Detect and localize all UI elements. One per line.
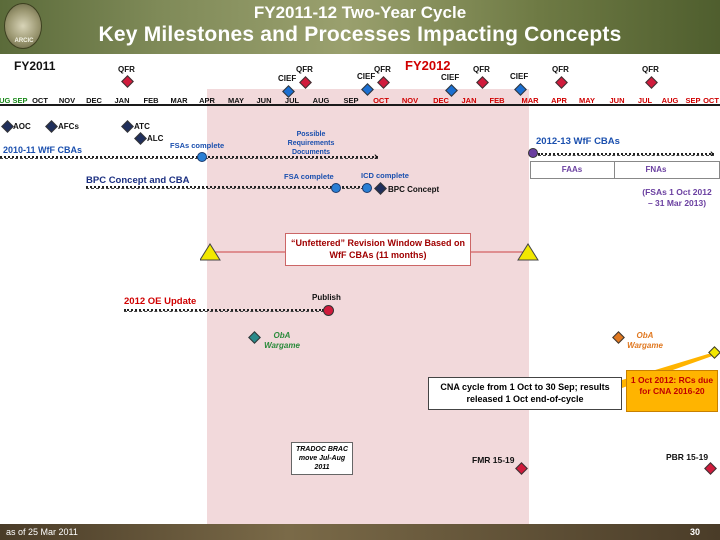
icd-complete-label: ICD complete (361, 171, 409, 180)
qfr-diamond (645, 76, 658, 89)
oba-wargame-label: ObA Wargame (264, 331, 300, 350)
cief-label: CIEF (278, 74, 297, 83)
month-apr-12: APR (551, 96, 567, 105)
page-number: 30 (690, 527, 701, 537)
fsa-complete-dot (331, 183, 341, 193)
atc-diamond (121, 120, 134, 133)
as-of-date: as of 25 Mar 2011 (6, 527, 78, 537)
month-sep-11: SEP (343, 96, 359, 105)
fmr-label: FMR 15-19 (472, 455, 515, 465)
month-aug-10: AUG (0, 96, 11, 105)
faa-fna-divider (614, 161, 615, 179)
month-jan-12: JAN (461, 96, 477, 105)
month-sep-12: SEP (685, 96, 701, 105)
month-jan-11: JAN (114, 96, 130, 105)
bpc-cba-track (86, 186, 336, 189)
bpc-cba-label: BPC Concept and CBA (86, 175, 190, 186)
month-feb-12: FEB (489, 96, 505, 105)
qfr-label: QFR (642, 65, 659, 74)
fsa-complete-label: FSA complete (284, 172, 334, 181)
bpc-concept-label: BPC Concept (388, 185, 440, 194)
slide-subtitle: Key Milestones and Processes Impacting C… (98, 23, 622, 46)
qfr-label: QFR (552, 65, 569, 74)
atc-label: ATC (134, 122, 150, 131)
cba-2010-label: 2010-11 WfF CBAs (3, 145, 83, 155)
fy2012-highlight-band (207, 89, 529, 524)
month-aug-12: AUG (661, 96, 679, 105)
cief-label: CIEF (441, 73, 460, 82)
cba-2012-label: 2012-13 WfF CBAs (536, 136, 620, 147)
fsas-complete-label: FSAs complete (170, 141, 225, 150)
month-dec-10: DEC (86, 96, 102, 105)
month-mar-12: MAR (521, 96, 539, 105)
pbr-label: PBR 15-19 (666, 452, 709, 462)
month-jul-12: JUL (637, 96, 653, 105)
cba-2012-track (538, 153, 714, 156)
fsas-note: (FSAs 1 Oct 2012 – 31 Mar 2013) (642, 187, 712, 208)
month-jul-11: JUL (284, 96, 300, 105)
footer-bar (0, 524, 720, 540)
qfr-diamond (377, 76, 390, 89)
month-jun-12: JUN (609, 96, 625, 105)
publish-dot (323, 305, 334, 316)
month-mar-11: MAR (170, 96, 188, 105)
aoc-label: AOC (13, 122, 31, 131)
alc-label: ALC (147, 134, 164, 143)
afcs-label: AFCs (58, 122, 79, 131)
month-nov-10: NOV (58, 96, 76, 105)
faas-label: FAAs (561, 165, 583, 174)
month-may-11: MAY (228, 96, 244, 105)
slide-title: FY2011-12 Two-Year Cycle (253, 3, 467, 22)
oe-update-track (124, 309, 324, 312)
cief-label: CIEF (510, 72, 529, 81)
month-nov-11: NOV (401, 96, 419, 105)
icd-complete-dot (362, 183, 372, 193)
qfr-diamond (299, 76, 312, 89)
oe-update-label: 2012 OE Update (124, 296, 197, 307)
rcs-due-callout: 1 Oct 2012: RCs due for CNA 2016-20 (626, 370, 718, 412)
fy2012-label: FY2012 (405, 58, 451, 73)
tradoc-brac-box: TRADOC BRAC move Jul-Aug 2011 (291, 442, 353, 475)
qfr-label: QFR (374, 65, 391, 74)
month-oct-12: OCT (703, 96, 719, 105)
publish-label: Publish (312, 293, 341, 302)
possible-req-label: Possible Requirements Documents (287, 131, 335, 156)
oba-wargame-diamond-2 (612, 331, 625, 344)
cba-2010-track (0, 156, 378, 159)
qfr-label: QFR (118, 65, 135, 74)
arrow-right-icon: › (374, 151, 378, 163)
qfr-label: QFR (296, 65, 313, 74)
icd-track (342, 186, 364, 189)
qfr-diamond (476, 76, 489, 89)
month-dec-11: DEC (433, 96, 449, 105)
month-oct-10: OCT (32, 96, 48, 105)
month-aug-11: AUG (312, 96, 330, 105)
month-apr-11: APR (199, 96, 215, 105)
timeline-axis (0, 104, 720, 106)
alc-diamond (134, 132, 147, 145)
revision-window-label: “Unfettered” Revision Window Based on Wf… (285, 233, 471, 266)
qfr-diamond (555, 76, 568, 89)
pbr-diamond (704, 462, 717, 475)
aoc-diamond (1, 120, 14, 133)
cief-label: CIEF (357, 72, 376, 81)
logo-text: ARCIC (14, 38, 34, 44)
header-banner (0, 0, 720, 54)
fnas-label: FNAs (645, 165, 667, 174)
qfr-label: QFR (473, 65, 490, 74)
cna-cycle-box: CNA cycle from 1 Oct to 30 Sep; results … (428, 377, 622, 410)
month-oct-11: OCT (373, 96, 389, 105)
fy2011-label: FY2011 (14, 59, 56, 73)
arcic-logo (4, 3, 42, 49)
fsas-complete-dot (197, 152, 207, 162)
arrow-right-icon: › (710, 148, 714, 160)
month-sep-10: SEP (12, 96, 28, 105)
afcs-diamond (45, 120, 58, 133)
month-feb-11: FEB (143, 96, 159, 105)
qfr-diamond (121, 75, 134, 88)
month-jun-11: JUN (256, 96, 272, 105)
month-may-12: MAY (579, 96, 595, 105)
oba-wargame-label-2: ObA Wargame (627, 331, 663, 350)
cba-2012-start-dot (528, 148, 538, 158)
